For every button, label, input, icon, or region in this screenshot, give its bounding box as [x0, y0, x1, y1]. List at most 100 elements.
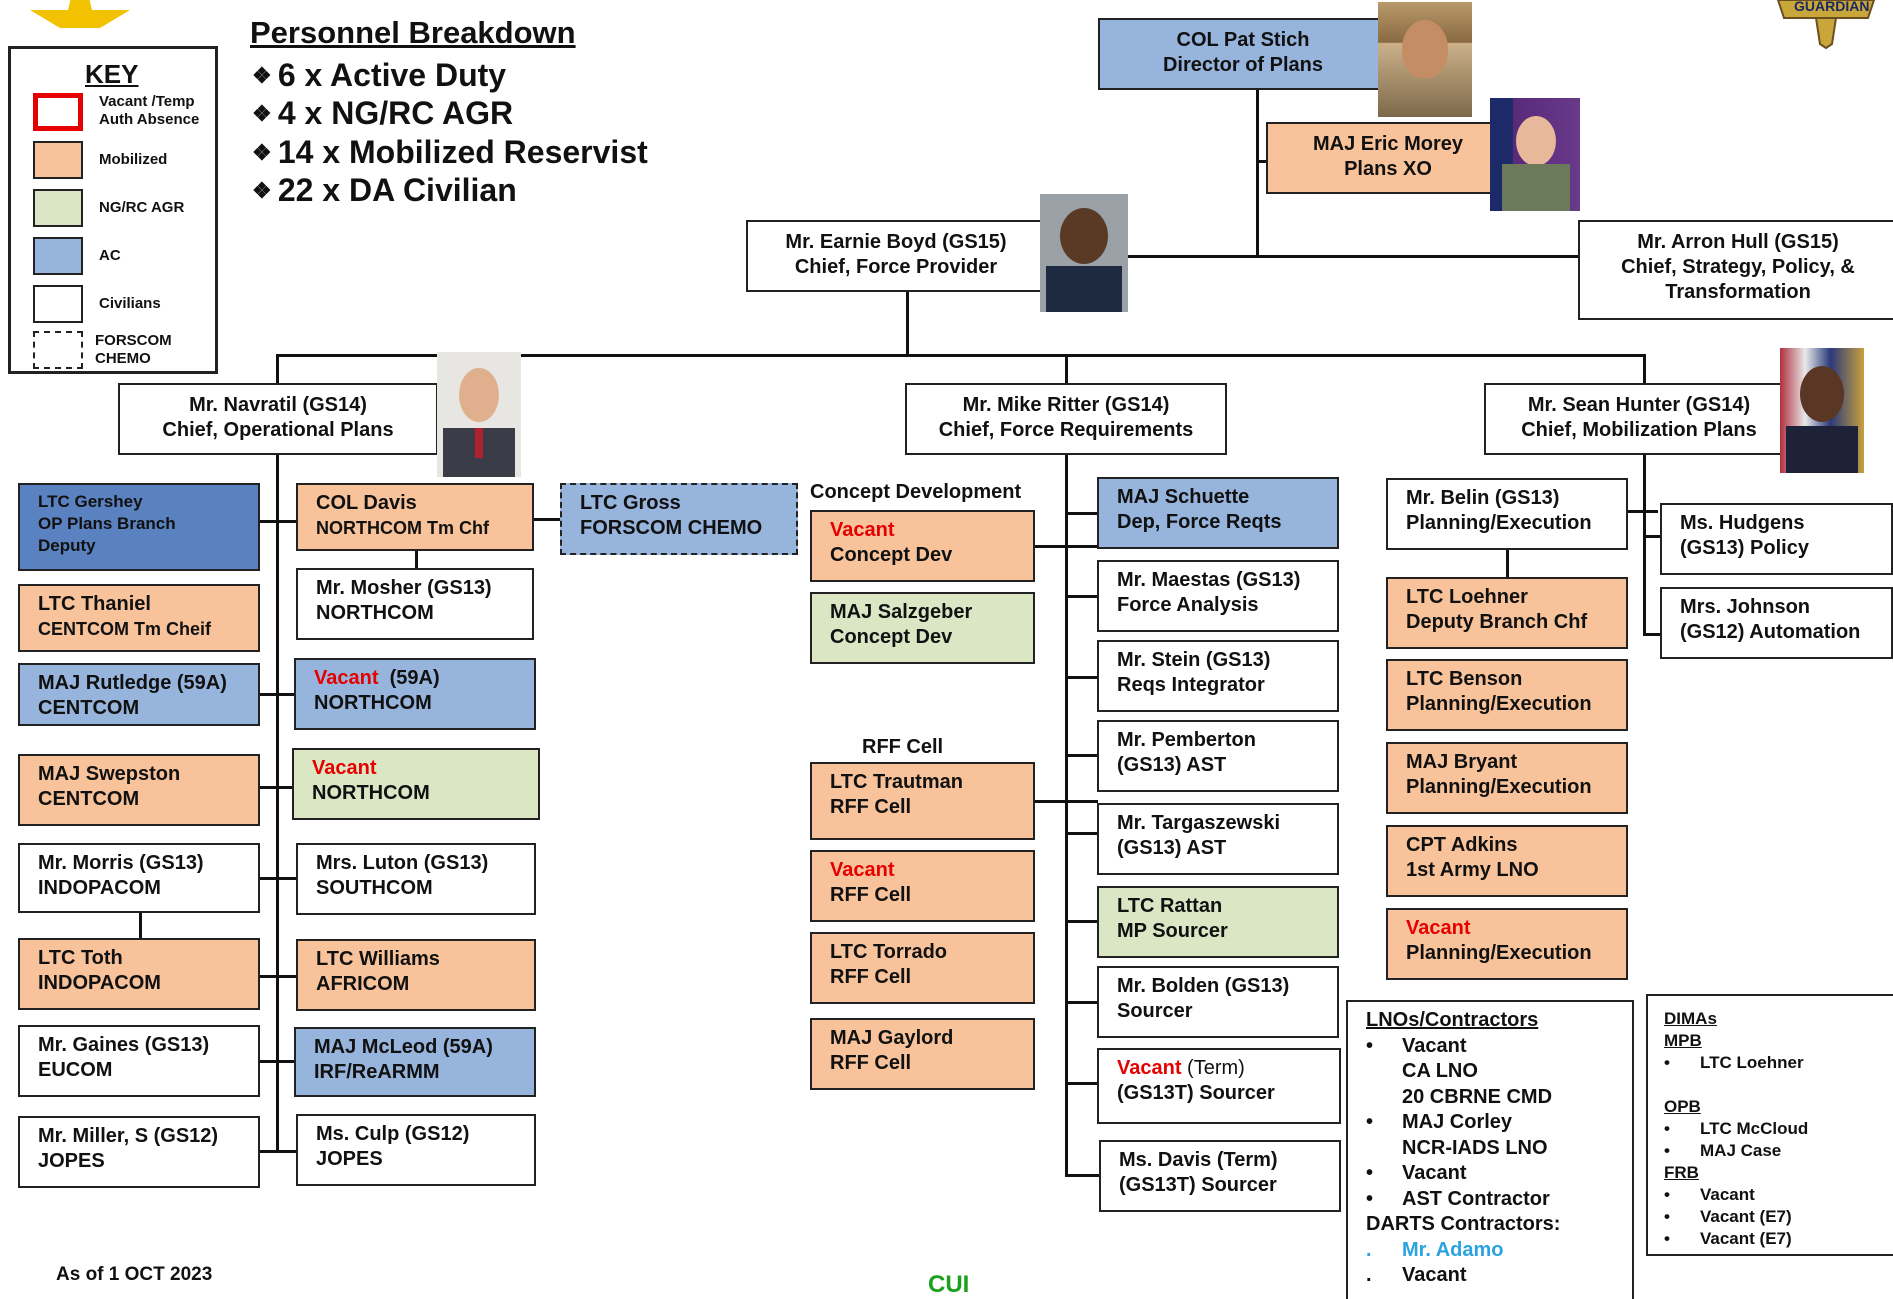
name: MAJ Gaylord — [830, 1027, 954, 1049]
darts-item: .Mr. Adamo — [1366, 1238, 1504, 1261]
johnson-box: Mrs. Johnson (GS12) Automation — [1660, 587, 1893, 659]
mpb-label: MPB — [1664, 1031, 1702, 1050]
name: LTC Loehner — [1406, 586, 1528, 608]
title: Deputy Branch Chf — [1406, 611, 1588, 633]
connector — [1033, 800, 1098, 803]
title: Force Analysis — [1117, 594, 1259, 616]
legend-swatch — [33, 237, 83, 275]
connector — [258, 520, 296, 523]
title: RFF Cell — [830, 884, 912, 906]
dimas-item: •MAJ Case — [1664, 1141, 1782, 1160]
targaszewski-box: Mr. Targaszewski (GS13) AST — [1097, 803, 1339, 875]
title: RFF Cell — [830, 796, 912, 818]
title: Transformation — [1665, 281, 1811, 303]
connector — [276, 354, 1646, 357]
swepston-box: MAJ Swepston CENTCOM — [18, 754, 260, 826]
dimas-title: DIMAs — [1664, 1009, 1717, 1028]
title: JOPES — [38, 1150, 105, 1172]
guardian-text: GUARDIAN — [1794, 0, 1870, 14]
legend-swatch — [33, 189, 83, 227]
title: OP Plans Branch — [38, 514, 176, 533]
connector — [276, 455, 279, 1152]
title: Planning/Execution — [1406, 512, 1592, 534]
connector — [415, 550, 418, 568]
title: Chief, Operational Plans — [162, 419, 394, 441]
title: Chief, Force Provider — [794, 256, 998, 278]
hudgens-box: Ms. Hudgens (GS13) Policy — [1660, 503, 1893, 575]
connector — [1065, 595, 1097, 598]
maestas-box: Mr. Maestas (GS13) Force Analysis — [1097, 560, 1339, 632]
vacant-59a-box: Vacant (59A) NORTHCOM — [294, 658, 536, 730]
bryant-box: MAJ Bryant Planning/Execution — [1386, 742, 1628, 814]
trautman-box: LTC Trautman RFF Cell — [810, 762, 1035, 840]
legend-ac: AC — [33, 237, 225, 277]
vacant-ng-box: Vacant NORTHCOM — [292, 748, 540, 820]
director-box: COL Pat Stich Director of Plans — [1098, 18, 1388, 90]
legend-mobilized: Mobilized — [33, 141, 225, 181]
photo-director — [1378, 2, 1472, 117]
name: Mr. Maestas (GS13) — [1117, 569, 1301, 591]
title: Chief, Strategy, Policy, & — [1621, 256, 1855, 278]
thaniel-box: LTC Thaniel CENTCOM Tm Cheif — [18, 584, 260, 652]
cui-marking: CUI — [928, 1271, 970, 1298]
vacant-term-box: Vacant (Term) (GS13T) Sourcer — [1097, 1048, 1341, 1124]
title: AFRICOM — [316, 973, 410, 995]
connector — [1643, 455, 1646, 635]
connector — [1065, 354, 1068, 385]
morris-box: Mr. Morris (GS13) INDOPACOM — [18, 843, 260, 913]
darts-heading: DARTS Contractors: — [1366, 1213, 1561, 1235]
dimas-item: •LTC McCloud — [1664, 1119, 1809, 1138]
gaines-box: Mr. Gaines (GS13) EUCOM — [18, 1025, 260, 1097]
name: MAJ Schuette — [1117, 486, 1250, 508]
name: Ms. Davis (Term) — [1119, 1149, 1278, 1171]
loehner-box: LTC Loehner Deputy Branch Chf — [1386, 577, 1628, 649]
name: MAJ Salzgeber — [830, 601, 973, 623]
name: CPT Adkins — [1406, 834, 1518, 856]
breakdown-title: Personnel Breakdown — [250, 15, 576, 50]
rff-cell-heading: RFF Cell — [862, 736, 944, 758]
vacant-mob-box: Vacant Planning/Execution — [1386, 908, 1628, 980]
title: NORTHCOM — [314, 692, 432, 714]
xo-box: MAJ Eric Morey Plans XO — [1266, 122, 1510, 194]
title: MP Sourcer — [1117, 920, 1228, 942]
name: MAJ Eric Morey — [1312, 133, 1464, 155]
breakdown-item: ❖ 14 x Mobilized Reservist — [252, 134, 648, 170]
name: LTC Williams — [316, 948, 440, 970]
connector — [258, 1150, 296, 1153]
connector — [258, 975, 296, 978]
photo-ops-chief — [437, 352, 521, 477]
title: Planning/Execution — [1406, 776, 1592, 798]
name: Mr. Gaines (GS13) — [38, 1034, 210, 1056]
title: SOUTHCOM — [316, 877, 433, 899]
force-provider-box: Mr. Earnie Boyd (GS15) Chief, Force Prov… — [746, 220, 1046, 292]
breakdown-item: ❖ 4 x NG/RC AGR — [252, 95, 514, 131]
schuette-box: MAJ Schuette Dep, Force Reqts — [1097, 477, 1339, 549]
strategy-box: Mr. Arron Hull (GS15) Chief, Strategy, P… — [1578, 220, 1893, 320]
name: Mr. Earnie Boyd (GS15) — [785, 231, 1007, 253]
name: LTC Gross — [580, 492, 681, 514]
personnel-breakdown: Personnel Breakdown — [250, 14, 690, 214]
title: Sourcer — [1117, 1000, 1193, 1022]
name: MAJ McLeod (59A) — [314, 1036, 493, 1058]
title: Planning/Execution — [1406, 942, 1592, 964]
legend-forscom: FORSCOM CHEMO — [33, 331, 225, 371]
mcleod-box: MAJ McLeod (59A) IRF/ReARMM — [294, 1027, 536, 1097]
name: MAJ Rutledge (59A) — [38, 672, 227, 694]
name: Vacant (59A) — [314, 667, 440, 689]
dimas-item: •Vacant — [1664, 1185, 1755, 1204]
connector — [1065, 512, 1097, 515]
legend-label: Mobilized — [99, 151, 168, 168]
connector — [1065, 455, 1068, 1177]
connector — [1643, 535, 1661, 538]
name: LTC Torrado — [830, 941, 948, 963]
name: Mr. Navratil (GS14) — [189, 394, 367, 416]
lnos-item: •Vacant — [1366, 1162, 1467, 1184]
vacant-concept-box: Vacant Concept Dev — [810, 510, 1035, 582]
legend-title: KEY — [85, 59, 139, 89]
opb-label: OPB — [1664, 1097, 1701, 1116]
benson-box: LTC Benson Planning/Execution — [1386, 659, 1628, 731]
title: INDOPACOM — [38, 972, 161, 994]
title: (GS13) AST — [1117, 837, 1227, 859]
